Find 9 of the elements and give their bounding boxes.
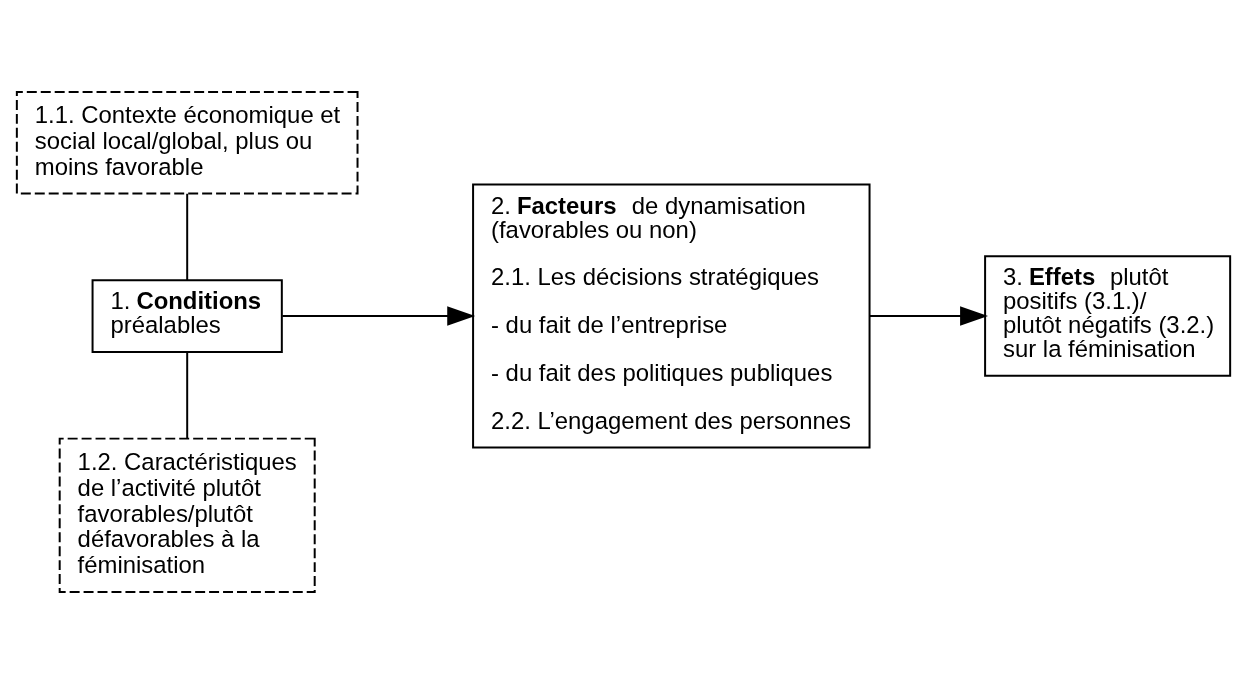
node-box: 1.1. Contexte économique et social local/global, plus ou moins favorable [15,90,359,195]
connector [186,192,189,282]
arrow [868,306,988,326]
node-box: 1. Conditions préalables [91,279,283,353]
connector [186,351,189,440]
node-box: 1.2. Caractéristiques de l’activité plutôt favorables/plutôt défavorables à la féminisation [58,437,316,594]
node-box: 2. Facteurs de dynamisation (favorables ou non) 2.1. Les décisions stratégiques - du fait de l’entreprise - du fait des politiques publiques 2.2. L’engagement des personnes [472,183,871,449]
node-box: 3. Effets plutôt positifs (3.1.)/ plutôt négatifs (3.2.) sur la féminisation [984,255,1232,377]
arrow [281,306,476,326]
